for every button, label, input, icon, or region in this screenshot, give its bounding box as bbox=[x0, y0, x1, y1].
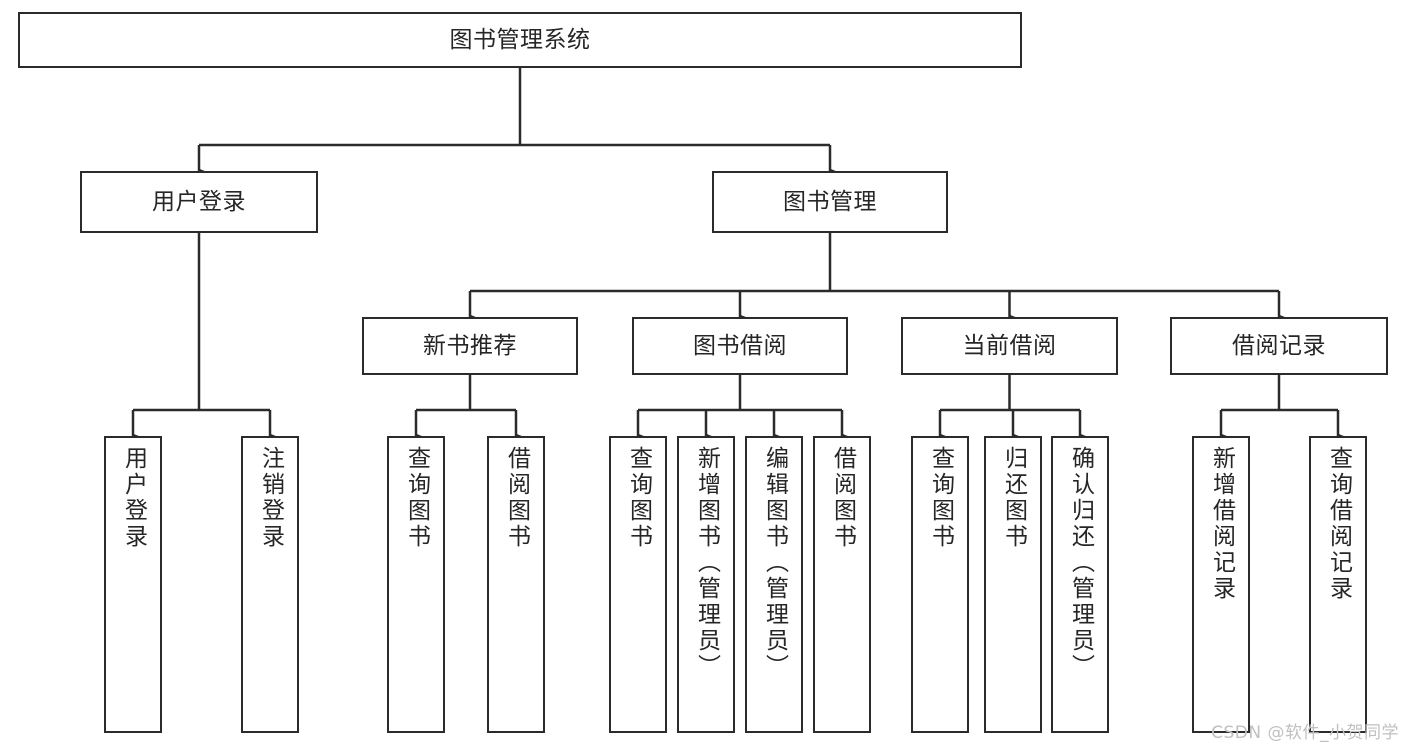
node-leaf-query-book-2[interactable]: 查询图书 bbox=[609, 436, 667, 733]
node-book-borrow[interactable]: 图书借阅 bbox=[632, 317, 848, 375]
node-user-login[interactable]: 用户登录 bbox=[80, 171, 318, 233]
node-label: 查询图书 bbox=[625, 446, 652, 550]
node-label: 查询图书 bbox=[927, 446, 954, 550]
node-label: 借阅图书 bbox=[829, 446, 856, 550]
node-label: 借阅图书 bbox=[503, 446, 530, 550]
node-label: 查询图书 bbox=[403, 446, 430, 550]
node-leaf-query-book-1[interactable]: 查询图书 bbox=[387, 436, 445, 733]
node-label: 借阅记录 bbox=[1232, 332, 1326, 359]
node-leaf-edit-book[interactable]: 编辑图书（管理员） bbox=[745, 436, 803, 733]
node-label: 注销登录 bbox=[257, 446, 284, 550]
node-label: 当前借阅 bbox=[962, 332, 1057, 359]
node-borrow-record[interactable]: 借阅记录 bbox=[1170, 317, 1388, 375]
node-label: 确认归还（管理员） bbox=[1067, 446, 1094, 680]
node-label: 归还图书 bbox=[1000, 446, 1027, 550]
node-label: 新增借阅记录 bbox=[1208, 446, 1235, 602]
node-label: 图书借阅 bbox=[693, 332, 787, 359]
node-leaf-user-login[interactable]: 用户登录 bbox=[104, 436, 162, 733]
node-label: 查询借阅记录 bbox=[1325, 446, 1352, 602]
node-leaf-confirm-return[interactable]: 确认归还（管理员） bbox=[1051, 436, 1109, 733]
node-label: 图书管理 bbox=[783, 188, 877, 215]
watermark-text: CSDN @软件_小贺同学 bbox=[1211, 723, 1399, 743]
node-label: 用户登录 bbox=[120, 446, 147, 550]
node-leaf-user-logout[interactable]: 注销登录 bbox=[241, 436, 299, 733]
node-leaf-return-book[interactable]: 归还图书 bbox=[984, 436, 1042, 733]
node-root[interactable]: 图书管理系统 bbox=[18, 12, 1022, 68]
node-new-book-rec[interactable]: 新书推荐 bbox=[362, 317, 578, 375]
node-leaf-borrow-book-2[interactable]: 借阅图书 bbox=[813, 436, 871, 733]
node-leaf-add-book[interactable]: 新增图书（管理员） bbox=[677, 436, 735, 733]
node-label: 编辑图书（管理员） bbox=[761, 446, 788, 680]
node-label: 新书推荐 bbox=[423, 332, 517, 359]
node-current-borrow[interactable]: 当前借阅 bbox=[901, 317, 1118, 375]
node-leaf-query-record[interactable]: 查询借阅记录 bbox=[1309, 436, 1367, 733]
node-label: 新增图书（管理员） bbox=[693, 446, 720, 680]
node-leaf-query-book-3[interactable]: 查询图书 bbox=[911, 436, 969, 733]
node-leaf-borrow-book-1[interactable]: 借阅图书 bbox=[487, 436, 545, 733]
node-label: 图书管理系统 bbox=[449, 26, 591, 53]
node-label: 用户登录 bbox=[152, 188, 246, 215]
node-leaf-add-record[interactable]: 新增借阅记录 bbox=[1192, 436, 1250, 733]
node-book-manage[interactable]: 图书管理 bbox=[712, 171, 948, 233]
